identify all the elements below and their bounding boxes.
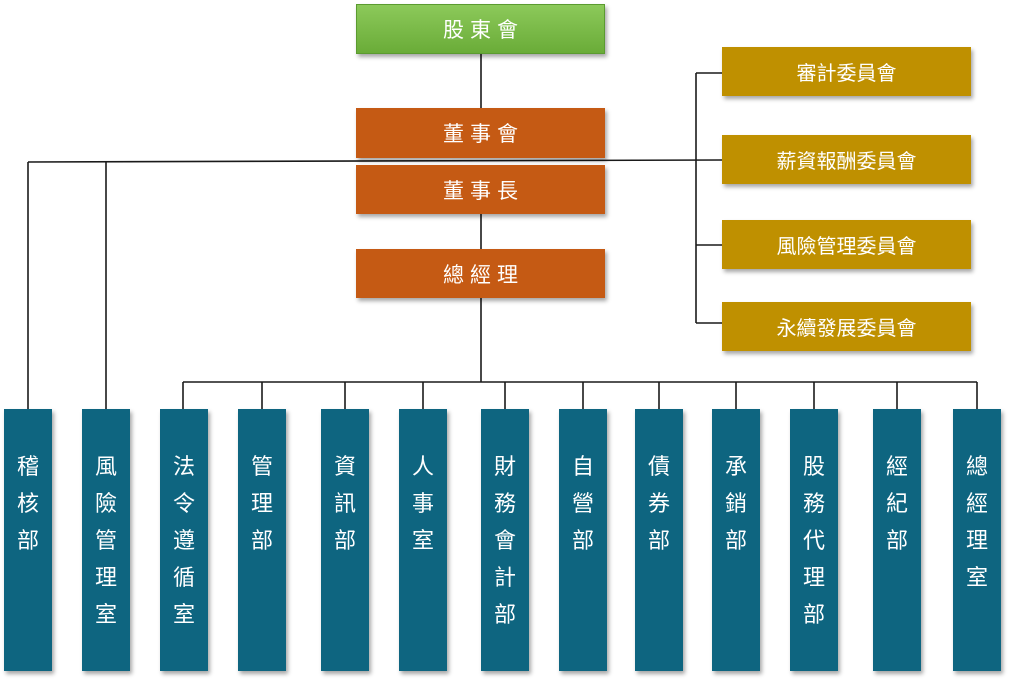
department-label: 管理部 [250, 455, 273, 554]
department-label: 股務代理部 [802, 455, 825, 628]
department-label: 債券部 [647, 455, 670, 554]
department-label: 資訊部 [333, 455, 356, 554]
department-box: 風險管理室 [82, 409, 130, 671]
committee-label: 永續發展委員會 [776, 316, 917, 340]
department-box: 經紀部 [873, 409, 921, 671]
department-box: 人事室 [399, 409, 447, 671]
department-box: 承銷部 [712, 409, 760, 671]
line-board-horizontal [27, 159, 723, 163]
department-box: 資訊部 [321, 409, 369, 671]
committee-label: 風險管理委員會 [776, 234, 917, 258]
committee-box: 審計委員會 [722, 47, 971, 96]
president-label: 總經理 [443, 262, 524, 287]
committee-box: 永續發展委員會 [722, 302, 971, 351]
shareholders-label: 股東會 [443, 18, 524, 42]
department-label: 總經理室 [965, 455, 988, 591]
department-box: 總經理室 [953, 409, 1001, 671]
department-label: 經紀部 [885, 455, 908, 554]
shareholders-box: 股東會 [356, 4, 605, 54]
board-box: 董事會 [356, 108, 605, 158]
department-label: 人事室 [411, 455, 434, 554]
department-label: 財務會計部 [493, 455, 516, 628]
chairman-label: 董事長 [443, 178, 524, 203]
president-box: 總經理 [356, 249, 605, 298]
chairman-box: 董事長 [356, 165, 605, 214]
department-box: 股務代理部 [790, 409, 838, 671]
department-label: 風險管理室 [94, 455, 117, 628]
committee-box: 薪資報酬委員會 [722, 135, 971, 184]
department-label: 承銷部 [724, 455, 747, 554]
committee-label: 薪資報酬委員會 [776, 149, 917, 173]
department-box: 債券部 [635, 409, 683, 671]
department-box: 法令遵循室 [160, 409, 208, 671]
committee-label: 審計委員會 [796, 61, 897, 85]
board-label: 董事會 [443, 122, 524, 146]
department-box: 自營部 [559, 409, 607, 671]
department-box: 財務會計部 [481, 409, 529, 671]
department-box: 稽核部 [4, 409, 52, 671]
department-box: 管理部 [238, 409, 286, 671]
department-label: 法令遵循室 [172, 455, 195, 628]
committee-box: 風險管理委員會 [722, 220, 971, 269]
department-label: 稽核部 [16, 455, 39, 554]
department-label: 自營部 [571, 455, 594, 554]
